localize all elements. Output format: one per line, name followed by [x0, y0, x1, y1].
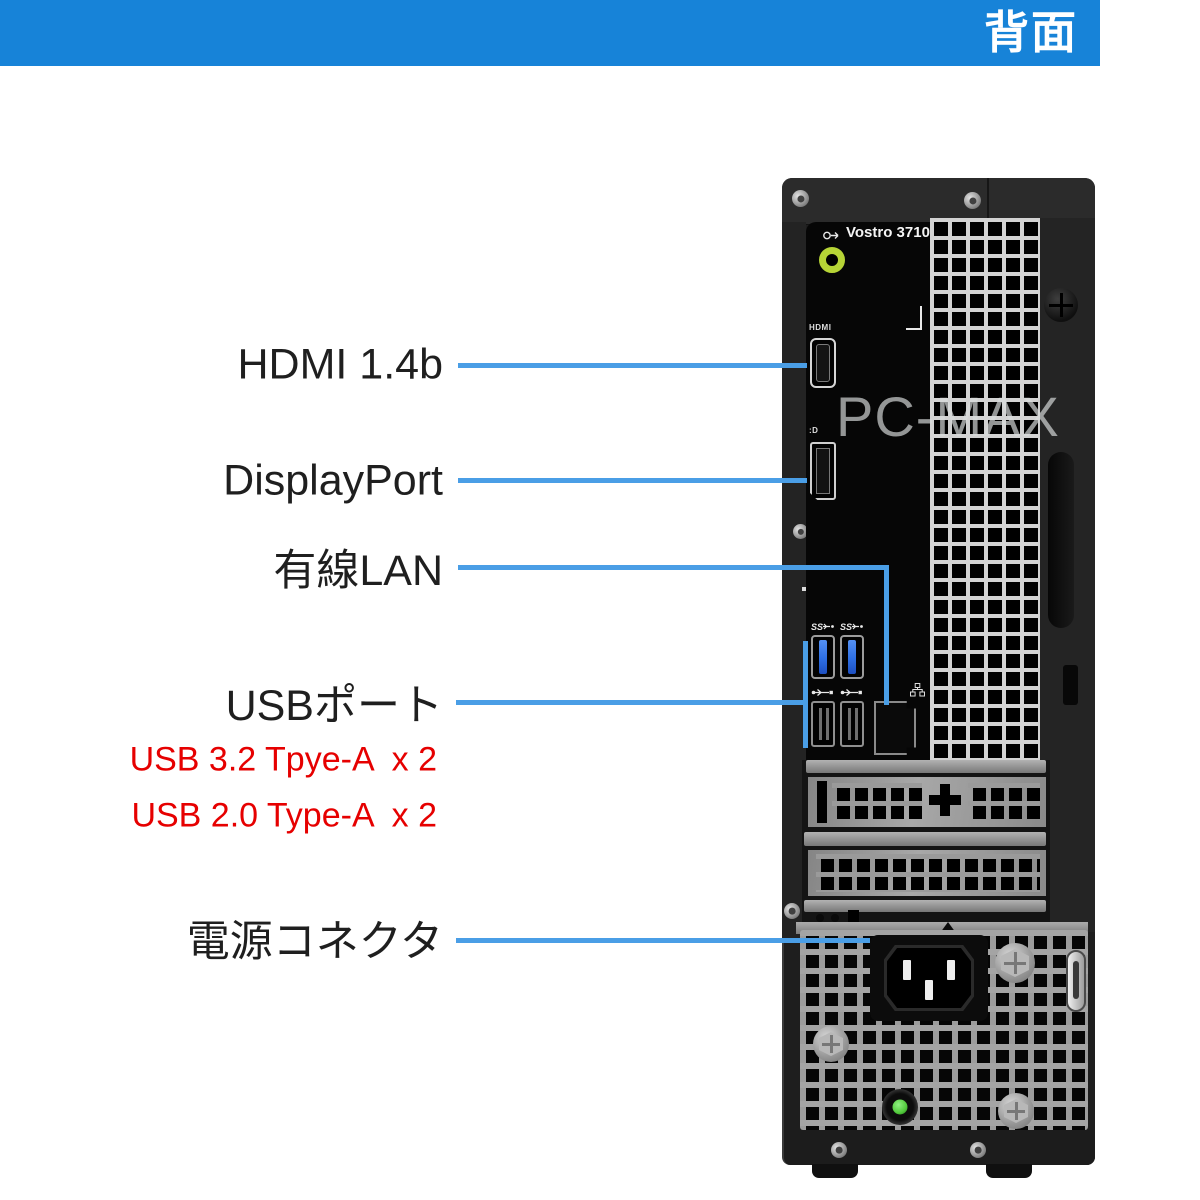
psu-notch: [940, 922, 956, 933]
screw: [831, 1142, 847, 1158]
power-pointer-line: [456, 938, 870, 943]
vent-dot: [816, 914, 824, 922]
headphone-jack: [819, 247, 845, 273]
ethernet-port: [874, 701, 916, 755]
latch: [1066, 950, 1086, 1012]
vent-holes: [832, 783, 922, 819]
screw: [970, 1142, 986, 1158]
usb3-port: [840, 635, 864, 679]
power-callout-label: 電源コネクタ: [186, 918, 443, 966]
model-label: Vostro 3710: [846, 224, 930, 241]
screw: [784, 903, 800, 919]
slot-rail: [804, 832, 1046, 846]
displayport-slot: [816, 448, 830, 494]
hdmi-port: [810, 338, 836, 388]
panel-seam: [987, 178, 989, 225]
power-led: [882, 1089, 918, 1125]
expansion-slot-cover: [808, 850, 1046, 896]
screw: [793, 524, 808, 539]
hdmi-port-slot: [816, 344, 830, 382]
rear-panel-banner: 背面: [0, 0, 1100, 66]
svg-text:SS: SS: [840, 622, 852, 632]
slot-opening: [817, 781, 827, 823]
displayport-pointer-line: [458, 478, 807, 483]
usb-pointer-bracket: [803, 641, 808, 748]
thumbscrew: [1044, 288, 1078, 322]
lan-pointer-line-h: [458, 565, 889, 570]
handle-recess: [1048, 452, 1074, 628]
usb3-tongue: [819, 640, 827, 674]
lan-pointer-line-v: [884, 565, 889, 705]
security-slot: [1063, 665, 1078, 705]
power-prong: [947, 960, 955, 980]
hdmi-pointer-line: [458, 363, 807, 368]
bottom-panel: [784, 1130, 1095, 1165]
io-panel: Vostro 3710 HDMI :D SS SS: [806, 222, 930, 760]
hdmi-logo: HDMI: [809, 323, 832, 332]
hex-screw: [813, 1026, 849, 1062]
corner-marking: [906, 306, 922, 330]
usb-pointer-line-h: [456, 700, 806, 705]
vent-dot: [831, 914, 839, 922]
power-socket-cavity: [887, 948, 971, 1008]
displayport-port: [810, 442, 836, 500]
banner-label: 背面: [983, 7, 1078, 58]
displayport-logo: :D: [809, 426, 819, 435]
svg-text:SS: SS: [811, 622, 823, 632]
watermark: PC-MAX: [836, 385, 1060, 448]
computer-rear-view: Vostro 3710 HDMI :D SS SS: [782, 178, 1095, 1178]
vent-square: [848, 910, 859, 923]
foot: [986, 1164, 1032, 1178]
screw: [792, 190, 809, 207]
slot-rail: [806, 760, 1046, 773]
expansion-slot-cover: [808, 777, 1046, 827]
usb20-detail-label: USB 2.0 Type-A x 2: [131, 796, 437, 835]
screw: [964, 192, 981, 209]
power-prong: [925, 980, 933, 1000]
cross-vent: [940, 784, 950, 816]
usb3-tongue: [848, 640, 856, 674]
usb-callout-label: USBポート: [225, 682, 443, 730]
expansion-slot-area: [802, 760, 1050, 930]
usb2-port: [811, 701, 835, 747]
vent-holes: [816, 854, 1040, 892]
displayport-callout-label: DisplayPort: [223, 456, 443, 505]
power-prong: [903, 960, 911, 980]
hex-screw: [998, 1093, 1034, 1129]
hex-screw: [995, 943, 1035, 983]
lan-callout-label: 有線LAN: [273, 547, 443, 595]
hdmi-callout-label: HDMI 1.4b: [237, 340, 443, 389]
power-inlet: [870, 935, 988, 1021]
slot-rail: [804, 900, 1046, 912]
usb2-port: [840, 701, 864, 747]
usb32-detail-label: USB 3.2 Tpye-A x 2: [129, 740, 437, 779]
vent-grille: [930, 218, 1040, 760]
vent-holes: [968, 783, 1040, 819]
top-panel: [782, 178, 1095, 225]
power-socket: [884, 945, 974, 1011]
usb3-port: [811, 635, 835, 679]
foot: [812, 1164, 858, 1178]
